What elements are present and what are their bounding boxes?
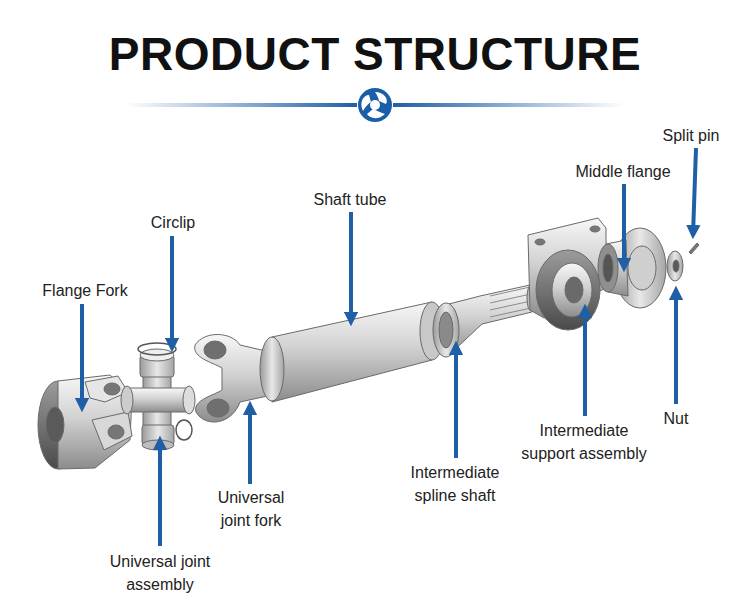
spline-bore [439, 312, 453, 348]
flange-fork [38, 375, 132, 469]
rubber-mount [536, 250, 600, 330]
leader-arrow [583, 308, 587, 416]
part-label: Intermediate support assembly [517, 419, 652, 465]
part-label: Universal joint fork [211, 486, 291, 532]
leader-arrow [454, 345, 458, 458]
intermediate-spline-shaft [433, 285, 535, 357]
hub-bore [603, 254, 613, 282]
leader-arrows [82, 148, 696, 546]
logo-blade [367, 109, 385, 118]
mount-hole [590, 226, 600, 232]
nut-hole [673, 260, 679, 272]
bearing-bore [565, 277, 583, 303]
fork-hole [204, 341, 226, 359]
title-divider [125, 88, 625, 122]
circlip-ring [176, 420, 192, 440]
split-pin [689, 243, 699, 254]
hub-spline [598, 244, 618, 292]
part-label: Nut [646, 407, 706, 430]
intermediate-support-assembly [528, 218, 606, 330]
leader-arrow [674, 290, 678, 404]
part-label: Circlip [128, 211, 218, 234]
page-title: PRODUCT STRUCTURE [0, 26, 750, 82]
leader-arrow [80, 304, 84, 408]
part-label: Shaft tube [290, 188, 410, 211]
divider-line [393, 103, 625, 107]
part-label: Universal joint assembly [100, 550, 220, 596]
tube-end [260, 337, 284, 401]
ear-hole [104, 383, 120, 395]
cross-arm [128, 388, 188, 412]
flange-body [58, 375, 132, 469]
spline-teeth [490, 287, 531, 317]
leader-arrow [170, 236, 174, 348]
logo-icon [358, 88, 392, 122]
bearing-cup-side [121, 386, 133, 414]
divider-line [125, 103, 357, 107]
flange-face [628, 246, 656, 290]
flange-bore [46, 407, 64, 443]
fork-hole [207, 399, 229, 417]
part-label: Flange Fork [25, 279, 145, 302]
mount-hole [535, 239, 545, 245]
logo-blade [361, 95, 371, 111]
part-label: Split pin [636, 124, 746, 147]
ear-hole [108, 425, 124, 439]
part-label: Middle flange [558, 160, 688, 183]
part-label: Intermediate spline shaft [405, 461, 505, 507]
middle-flange [598, 228, 666, 308]
leader-arrow [158, 440, 162, 546]
leader-arrow [349, 212, 353, 322]
nut-and-pin [667, 243, 699, 281]
universal-joint-assembly [121, 343, 195, 450]
leader-arrow [622, 184, 626, 268]
leader-arrow [248, 405, 252, 484]
bearing-cup-side [183, 386, 195, 414]
logo-hub [370, 100, 380, 110]
leader-arrow [693, 148, 696, 235]
nut [667, 251, 683, 281]
fork-ear [92, 412, 132, 450]
